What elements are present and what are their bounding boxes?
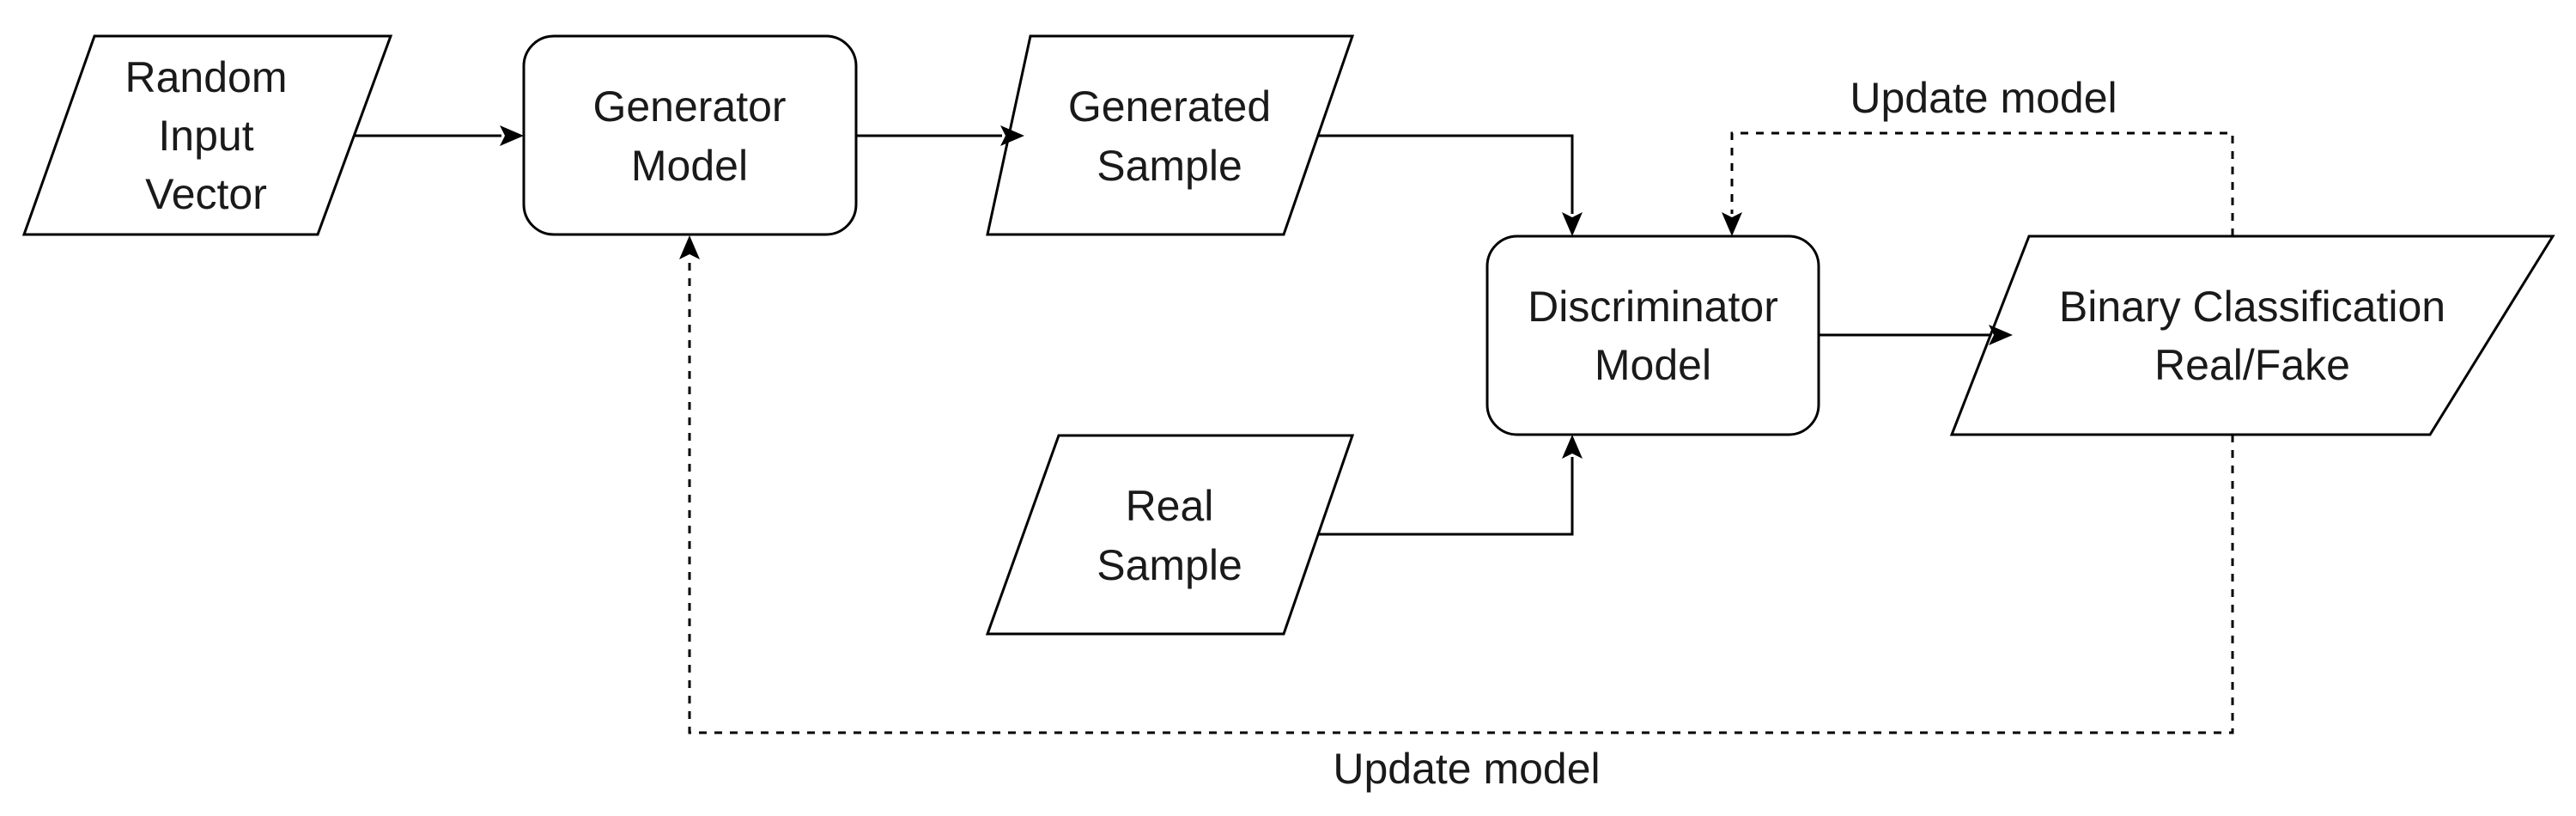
binary-classification-line-2: Real/Fake (2154, 341, 2350, 389)
random-input-line-2: Input (158, 112, 253, 160)
generator-model-node: Generator Model (522, 34, 858, 236)
update-discriminator-label: Update model (1850, 74, 2117, 122)
arrowhead-icon (1722, 212, 1742, 236)
edge-update-generator: Update model (679, 235, 2234, 793)
generator-line-1: Generator (592, 82, 786, 131)
update-generator-label: Update model (1333, 745, 1600, 793)
real-sample-line-1: Real (1126, 482, 1214, 530)
generated-sample-node: Generated Sample (986, 34, 1355, 236)
discriminator-line-1: Discriminator (1528, 283, 1778, 331)
edge-real-sample-to-discriminator (1318, 435, 1583, 536)
real-sample-line-2: Sample (1097, 541, 1242, 589)
generated-sample-line-2: Sample (1097, 142, 1242, 190)
arrowhead-icon (1562, 435, 1583, 459)
edge-generated-sample-to-discriminator (1318, 134, 1583, 236)
random-input-vector-node: Random Input Vector (21, 34, 393, 236)
binary-classification-line-1: Binary Classification (2059, 283, 2445, 331)
edge-generator-to-generated-sample (856, 125, 1024, 146)
generator-line-2: Model (631, 142, 748, 190)
discriminator-model-node: Discriminator Model (1485, 234, 1820, 436)
random-input-line-1: Random (125, 53, 288, 101)
arrowhead-icon (1562, 212, 1583, 236)
binary-classification-node: Binary Classification Real/Fake (1949, 234, 2555, 436)
arrowhead-icon (500, 125, 524, 146)
random-input-line-3: Vector (145, 170, 267, 218)
arrowhead-icon (679, 235, 700, 259)
edge-input-to-generator (355, 125, 524, 146)
real-sample-node: Real Sample (985, 434, 1355, 636)
edge-discriminator-to-classification (1819, 325, 2013, 345)
arrowhead-icon (1989, 325, 2013, 345)
arrowhead-icon (1000, 125, 1024, 146)
generated-sample-line-1: Generated (1068, 82, 1271, 131)
edge-update-discriminator: Update model (1722, 74, 2234, 236)
discriminator-line-2: Model (1595, 341, 1711, 389)
